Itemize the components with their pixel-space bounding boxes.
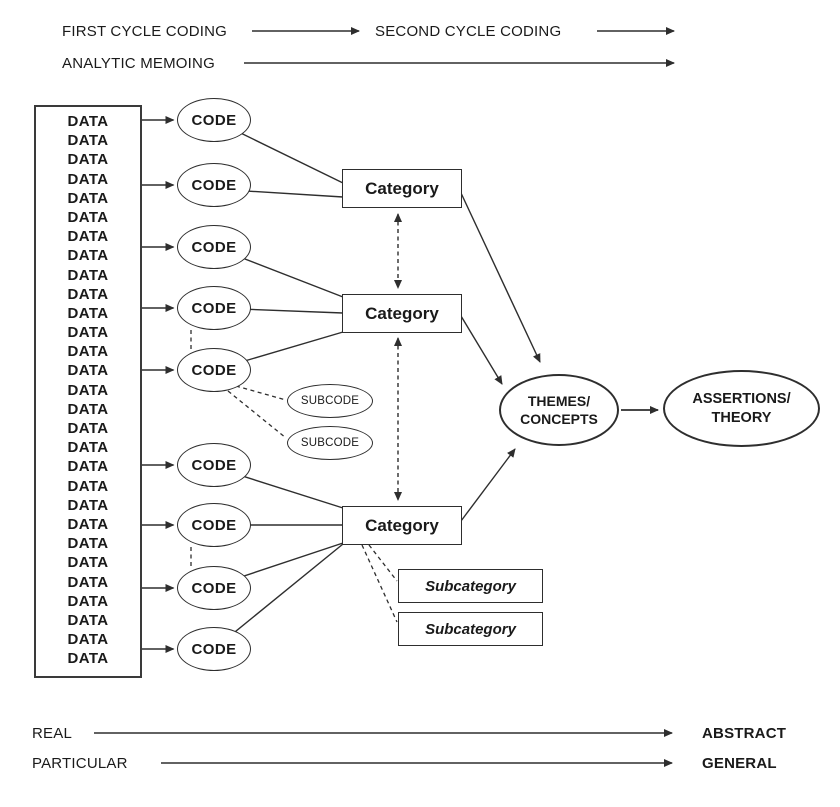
data-row: DATA: [67, 477, 109, 495]
arrows-data-to-codes: [142, 116, 175, 653]
data-row: DATA: [67, 400, 109, 418]
data-row: DATA: [67, 611, 109, 629]
code-node-4: CODE: [177, 286, 251, 330]
particular-label: PARTICULAR: [32, 755, 128, 772]
data-row: DATA: [67, 439, 109, 457]
code-node-7: CODE: [177, 503, 251, 547]
data-row: DATA: [67, 324, 109, 342]
assertions-line1: ASSERTIONS/: [692, 390, 791, 407]
data-row: DATA: [67, 535, 109, 553]
code-node-5: CODE: [177, 348, 251, 392]
data-row: DATA: [67, 113, 109, 130]
data-row: DATA: [67, 343, 109, 361]
data-row: DATA: [67, 458, 109, 476]
category-box-3: Category: [342, 506, 462, 545]
subcategory-box-1: Subcategory: [398, 569, 543, 603]
code-node-2: CODE: [177, 163, 251, 207]
data-row: DATA: [67, 228, 109, 246]
general-label: GENERAL: [702, 755, 777, 772]
data-row: DATA: [67, 420, 109, 437]
code-node-1: CODE: [177, 98, 251, 142]
dashed-code5-subcode1: [235, 385, 287, 401]
data-row: DATA: [67, 285, 109, 303]
category-box-1: Category: [342, 169, 462, 208]
second-cycle-coding-label: SECOND CYCLE CODING: [375, 23, 562, 40]
themes-concepts-node: THEMES/ CONCEPTS: [499, 374, 619, 446]
themes-line2: CONCEPTS: [520, 411, 598, 427]
first-cycle-coding-label: FIRST CYCLE CODING: [62, 23, 228, 40]
data-row: DATA: [67, 362, 109, 380]
assertions-line2: THEORY: [711, 409, 772, 426]
data-row: DATA: [67, 381, 109, 399]
abstract-label: ABSTRACT: [702, 725, 787, 742]
data-row: DATA: [67, 650, 109, 668]
data-row: DATA: [67, 304, 109, 322]
dashed-cat3-subcategory2: [361, 544, 398, 623]
assertions-theory-node: ASSERTIONS/ THEORY: [663, 370, 820, 447]
subcode-node-1: SUBCODE: [287, 384, 373, 418]
data-row: DATA: [67, 247, 109, 265]
data-row: DATA: [67, 266, 109, 284]
code-node-3: CODE: [177, 225, 251, 269]
subcategory-box-2: Subcategory: [398, 612, 543, 646]
real-label: REAL: [32, 725, 72, 742]
data-row: DATA: [67, 554, 109, 572]
data-row: DATA: [67, 189, 109, 207]
code-node-9: CODE: [177, 627, 251, 671]
data-row: DATA: [67, 573, 109, 591]
analytic-memoing-label: ANALYTIC MEMOING: [62, 55, 215, 72]
data-row: DATA: [67, 631, 109, 649]
data-row: DATA: [67, 496, 109, 514]
data-row: DATA: [67, 208, 109, 226]
themes-line1: THEMES/: [527, 392, 591, 409]
dashed-links: [190, 330, 398, 623]
data-row: DATA: [67, 170, 109, 188]
data-row: DATA: [67, 132, 109, 150]
arrows-categories-to-themes: [460, 192, 541, 522]
dashed-cat3-subcategory1: [368, 544, 398, 582]
data-row: DATA: [67, 592, 109, 610]
dashed-code5-subcode2: [227, 390, 287, 439]
subcode-node-2: SUBCODE: [287, 426, 373, 460]
code-node-6: CODE: [177, 443, 251, 487]
data-row: DATA: [67, 151, 109, 169]
data-row: DATA: [67, 515, 109, 533]
category-box-2: Category: [342, 294, 462, 333]
code-node-8: CODE: [177, 566, 251, 610]
